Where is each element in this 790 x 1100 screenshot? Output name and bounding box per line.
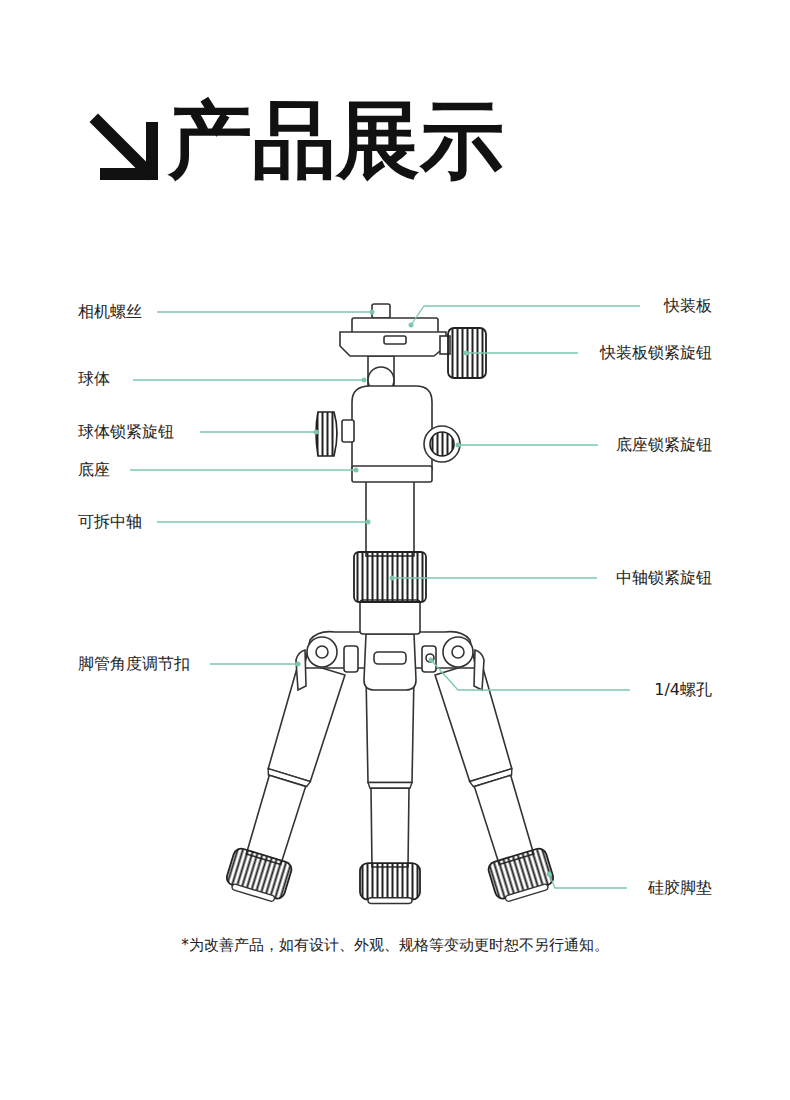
part-label: 中轴锁紧旋钮 [616,568,712,588]
part-label: 相机螺丝 [78,302,142,322]
part-label: 脚管角度调节扣 [78,654,190,674]
leader-dots [296,310,552,877]
title-arrow [98,122,152,174]
tripod-legs [224,659,557,904]
page-title: 产品展示 [168,98,504,182]
part-label: 球体 [78,369,110,389]
leg-hub [296,632,484,690]
part-label: 快装板 [664,296,712,316]
leader-lines [130,306,640,888]
part-label: 球体锁紧旋钮 [78,422,174,442]
part-label: 可拆中轴 [78,512,142,532]
center-column [354,480,426,634]
ball-head [316,356,460,482]
quick-release-plate [340,304,486,378]
part-label: 底座锁紧旋钮 [616,435,712,455]
footnote: *为改善产品，如有设计、外观、规格等变动更时恕不另行通知。 [0,935,790,955]
part-label: 底座 [78,460,110,480]
part-label: 1/4螺孔 [654,680,712,700]
part-label: 快装板锁紧旋钮 [600,343,712,363]
part-label: 硅胶脚垫 [648,878,712,898]
